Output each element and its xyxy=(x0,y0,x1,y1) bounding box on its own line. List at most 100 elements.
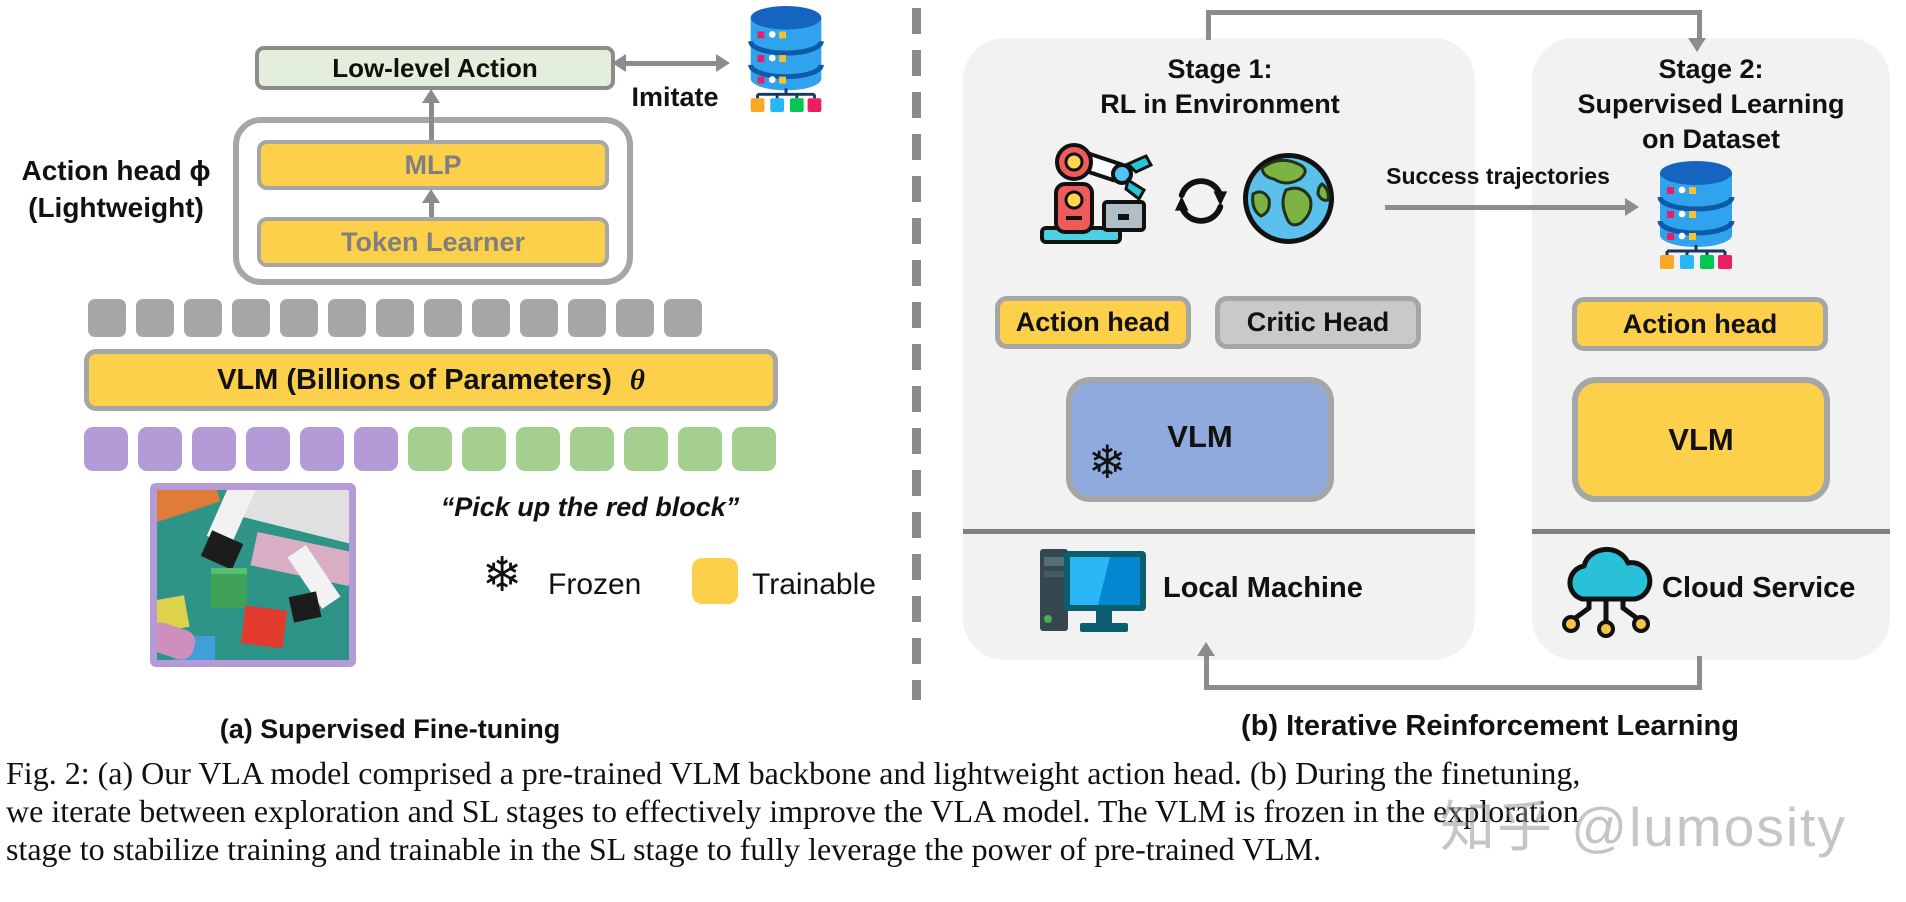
stage2-action-head-box: Action head xyxy=(1572,297,1828,351)
token xyxy=(354,427,398,471)
tokenlearner-to-mlp-arrow xyxy=(429,199,434,217)
stage1-machine-label: Local Machine xyxy=(1163,572,1363,604)
token xyxy=(84,427,128,471)
stage2-machine-label: Cloud Service xyxy=(1662,572,1856,604)
stage2-vlm-label: VLM xyxy=(1668,421,1734,457)
mlp-label: MLP xyxy=(404,149,462,180)
token xyxy=(232,299,270,337)
tokenlearner-to-mlp-arrow-head xyxy=(422,189,440,203)
earth-icon xyxy=(1240,150,1337,252)
imitate-label: Imitate xyxy=(631,82,719,112)
stage2-title: Stage 2: Supervised Learning on Dataset xyxy=(1540,52,1882,157)
stage2-to-stage1-arrow xyxy=(1204,656,1702,690)
token xyxy=(616,299,654,337)
mlp-box: MLP xyxy=(257,140,609,190)
figure-caption: Fig. 2: (a) Our VLA model comprised a pr… xyxy=(6,754,1904,868)
token xyxy=(624,427,668,471)
success-trajectories-arrow xyxy=(1385,205,1627,210)
legend-trainable-label: Trainable xyxy=(752,568,876,601)
stage2-title-line2: Supervised Learning xyxy=(1577,89,1845,119)
panel-divider xyxy=(912,8,921,700)
stage1-critic-head-label: Critic Head xyxy=(1246,307,1390,337)
stage2-database-icon xyxy=(1652,158,1740,275)
stage1-title: Stage 1: RL in Environment xyxy=(975,52,1465,122)
desktop-computer-icon xyxy=(1038,545,1150,642)
stage1-title-line2: RL in Environment xyxy=(1100,89,1340,119)
token xyxy=(568,299,606,337)
token-learner-label: Token Learner xyxy=(340,226,526,257)
token xyxy=(136,299,174,337)
scene-red-block xyxy=(240,605,288,649)
stage2-vlm-box: VLM xyxy=(1572,377,1830,502)
token xyxy=(192,427,236,471)
scene-image xyxy=(150,483,356,667)
success-trajectories-arrow-head xyxy=(1625,198,1639,216)
token xyxy=(520,299,558,337)
low-level-action-label: Low-level Action xyxy=(332,52,538,83)
low-level-action-box: Low-level Action xyxy=(255,46,615,90)
token xyxy=(184,299,222,337)
scene-orange-patch xyxy=(157,490,221,525)
action-head-annotation-line2: (Lightweight) xyxy=(28,192,204,223)
token xyxy=(424,299,462,337)
action-head-annotation-line1: Action head ϕ xyxy=(21,155,211,186)
vlm-label: VLM (Billions of Parameters) xyxy=(217,363,612,396)
scene-green-cube xyxy=(211,568,247,608)
stage1-critic-head-box: Critic Head xyxy=(1215,296,1421,349)
instruction-text: “Pick up the red block” xyxy=(440,492,740,522)
mlp-to-action-arrow-head xyxy=(422,89,440,103)
token xyxy=(88,299,126,337)
token xyxy=(678,427,722,471)
stage1-action-head-box: Action head xyxy=(995,296,1191,349)
figure-caption-line3: stage to stabilize training and trainabl… xyxy=(6,831,1322,867)
token xyxy=(300,427,344,471)
watermark: 知乎 @lumosity xyxy=(1440,796,1847,858)
token xyxy=(664,299,702,337)
stage2-action-head-label: Action head xyxy=(1622,308,1778,339)
legend-frozen-label: Frozen xyxy=(548,568,642,601)
mlp-to-action-arrow xyxy=(429,99,434,140)
imitate-arrow xyxy=(626,61,718,66)
stage1-title-line1: Stage 1: xyxy=(1167,54,1273,84)
stage1-to-stage2-arrow-head xyxy=(1688,38,1706,52)
cloud-network-icon xyxy=(1556,543,1656,644)
cycle-icon xyxy=(1172,172,1230,235)
stage2-to-stage1-arrow-head xyxy=(1197,642,1215,656)
stage1-vlm-label: VLM xyxy=(1167,419,1233,454)
token xyxy=(516,427,560,471)
token xyxy=(462,427,506,471)
text-tokens xyxy=(408,427,776,471)
database-icon xyxy=(742,4,830,117)
vlm-box: VLM (Billions of Parameters) θ xyxy=(84,349,778,411)
token xyxy=(570,427,614,471)
stage2-divider xyxy=(1532,529,1890,534)
figure-caption-line2: we iterate between exploration and SL st… xyxy=(6,793,1579,829)
token xyxy=(280,299,318,337)
action-head-annotation: Action head ϕ (Lightweight) xyxy=(0,152,232,226)
panel-a-caption: (a) Supervised Fine-tuning xyxy=(219,714,561,744)
stage1-action-head-label: Action head xyxy=(1015,307,1171,337)
stage2-title-line1: Stage 2: xyxy=(1658,54,1764,84)
imitate-arrow-left-head xyxy=(612,54,626,72)
token xyxy=(138,427,182,471)
success-trajectories-label: Success trajectories xyxy=(1386,163,1610,189)
token xyxy=(376,299,414,337)
trainable-swatch xyxy=(692,558,738,604)
stage1-to-stage2-arrow xyxy=(1206,10,1702,40)
robot-arm-icon xyxy=(1040,136,1155,251)
stage1-divider xyxy=(963,529,1475,534)
vlm-theta: θ xyxy=(629,363,645,396)
figure-caption-line1: Fig. 2: (a) Our VLA model comprised a pr… xyxy=(6,755,1581,791)
token xyxy=(408,427,452,471)
stage2-title-line3: on Dataset xyxy=(1641,124,1781,154)
token xyxy=(328,299,366,337)
scene-gripper-tip2 xyxy=(288,591,322,623)
snowflake-icon: ❄ xyxy=(482,549,523,602)
panel-b-caption: (b) Iterative Reinforcement Learning xyxy=(1241,710,1739,742)
token xyxy=(472,299,510,337)
imitate-arrow-right-head xyxy=(716,54,730,72)
stage1-snowflake-icon: ❄ xyxy=(1088,436,1127,488)
image-tokens xyxy=(84,427,398,471)
stage1-vlm-box: VLM ❄ xyxy=(1066,377,1334,502)
